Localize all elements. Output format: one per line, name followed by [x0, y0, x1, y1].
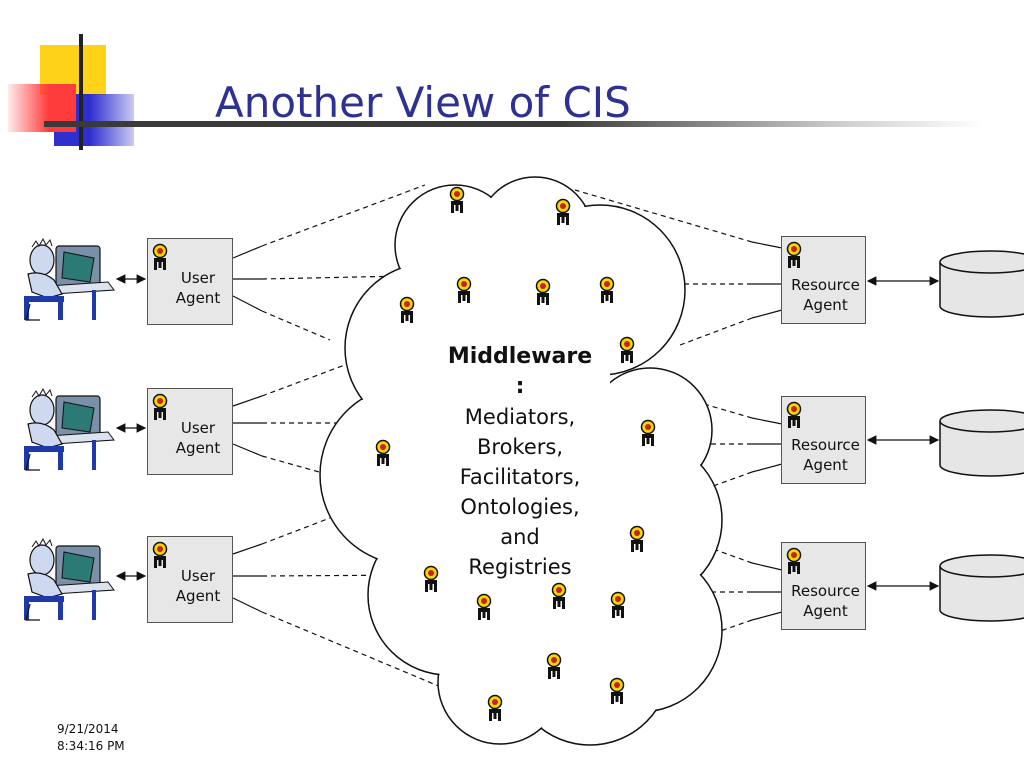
footer-time: 8:34:16 PM [57, 739, 125, 753]
slide-title: Another View of CIS [215, 78, 631, 127]
agent-robot-icon [786, 241, 802, 269]
agent-robot-icon [786, 547, 802, 575]
database-cylinders [939, 250, 1024, 622]
user-double-arrows [115, 274, 147, 581]
resource-double-arrows [866, 276, 940, 591]
middleware-colon: : [515, 374, 525, 399]
middleware-item: Registries [468, 555, 572, 579]
title-underline [44, 121, 984, 127]
middleware-title: Middleware [447, 344, 593, 369]
middleware-cloud-fill [321, 178, 721, 744]
agent-robot-icon [786, 401, 802, 429]
middleware-item: Mediators, [464, 405, 576, 429]
middleware-text: Middleware : Mediators, Brokers, Facilit… [430, 342, 610, 582]
middleware-item: and [500, 525, 540, 549]
footer-timestamp: 9/21/2014 8:34:16 PM [57, 721, 125, 755]
user-computer-icons [23, 238, 115, 621]
middleware-item: Brokers, [476, 435, 563, 459]
middleware-item: Facilitators, [459, 465, 581, 489]
user-agent-connections [232, 184, 461, 696]
footer-date: 9/21/2014 [57, 722, 119, 736]
logo-vertical-bar [79, 34, 83, 150]
middleware-item: Ontologies, [460, 495, 580, 519]
